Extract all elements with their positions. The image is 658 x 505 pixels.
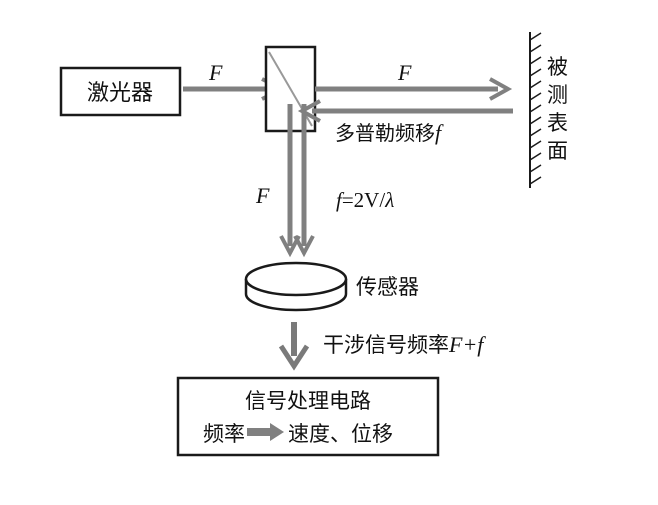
svg-text:被: 被 <box>547 55 568 79</box>
circuit-title: 信号处理电路 <box>245 389 371 413</box>
laser-box <box>59 66 182 117</box>
outgoing-beam-label: F <box>397 60 412 85</box>
svg-text:面: 面 <box>547 139 568 163</box>
circuit-result: 速度、位移 <box>288 422 393 446</box>
sensor <box>244 261 348 312</box>
surface-label: 被 测 表 面 <box>547 55 568 163</box>
interference-arrow <box>278 322 310 371</box>
doppler-formula: f=2V/λ <box>336 188 394 212</box>
circuit-box <box>176 376 440 457</box>
measured-surface <box>529 32 542 188</box>
down-beam-label: F <box>255 183 270 208</box>
down-beams <box>279 104 315 258</box>
laser-label: 激光器 <box>87 81 153 106</box>
svg-text:表: 表 <box>547 111 568 135</box>
circuit-arrow-icon <box>247 423 284 441</box>
sensor-label: 传感器 <box>356 275 419 299</box>
doppler-label: 多普勒频移f <box>335 120 444 145</box>
outgoing-beam <box>315 77 513 101</box>
circuit-freq: 频率 <box>203 422 245 446</box>
interference-label: 干涉信号频率F+f <box>323 332 486 357</box>
svg-text:测: 测 <box>547 83 568 107</box>
incident-beam-label: F <box>208 60 223 85</box>
reflected-beam <box>297 99 513 123</box>
